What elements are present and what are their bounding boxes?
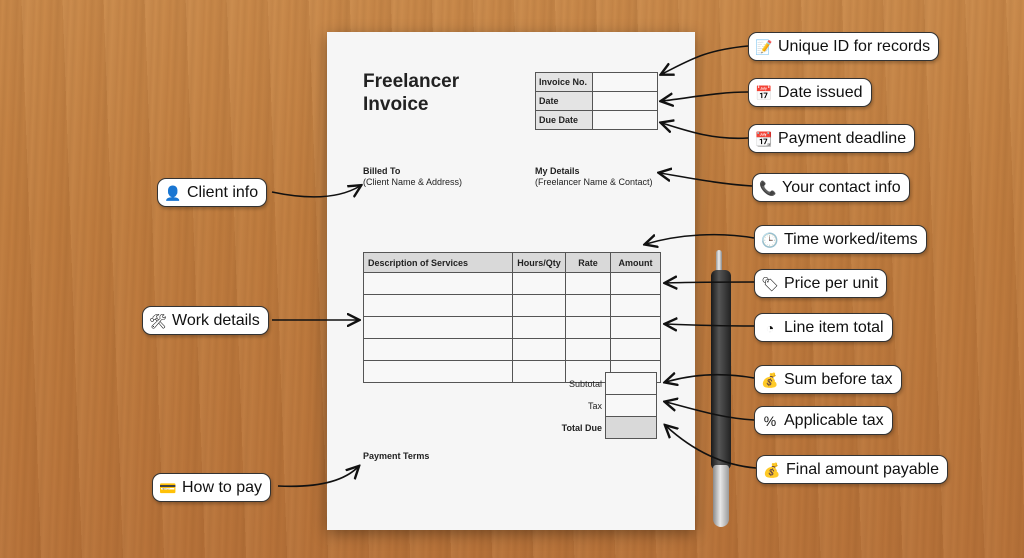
callout-applicable-tax: % Applicable tax — [754, 406, 893, 435]
table-cell[interactable] — [512, 272, 566, 295]
arrow-payment-deadline — [662, 123, 749, 140]
col-description: Description of Services — [363, 252, 513, 273]
billed-to-sub: (Client Name & Address) — [363, 177, 463, 187]
callout-time-worked: 🕒 Time worked/items — [754, 225, 927, 254]
services-table: Description of Services Hours/Qty Rate A… — [363, 252, 661, 383]
services-header-row: Description of Services Hours/Qty Rate A… — [363, 252, 661, 273]
billed-to-section: Billed To (Client Name & Address) — [363, 166, 462, 188]
callout-unique-id: 📝 Unique ID for records — [748, 32, 940, 61]
total-due-row: Total Due — [559, 416, 657, 439]
total-due-field[interactable] — [605, 416, 657, 439]
callout-text: How to pay — [182, 479, 263, 496]
table-row — [363, 316, 661, 339]
table-row — [363, 338, 661, 361]
callout-date-issued: 📅 Date issued — [748, 78, 872, 107]
pen-body — [711, 270, 731, 470]
callout-text: Your contact info — [782, 179, 901, 196]
money-bag-icon: 💰 — [763, 461, 781, 478]
date-field[interactable] — [592, 91, 658, 111]
calendar-clock-icon: 📆 — [755, 130, 773, 147]
meta-label: Due Date — [535, 110, 593, 130]
tools-icon: 🛠 — [149, 312, 167, 329]
callout-text: Time worked/items — [784, 231, 918, 248]
callout-price-per-unit: 🏷 Price per unit — [754, 269, 888, 298]
callout-line-item-total: ◔ Line item total — [754, 313, 893, 342]
callout-text: Sum before tax — [784, 371, 893, 388]
arrow-line-item-total — [666, 324, 755, 326]
due-date-field[interactable] — [592, 110, 658, 130]
callout-text: Price per unit — [784, 275, 879, 292]
col-hours-qty: Hours/Qty — [512, 252, 566, 273]
my-details-section: My Details (Freelancer Name & Contact) — [535, 166, 653, 188]
col-rate: Rate — [565, 252, 611, 273]
price-tag-icon: 🏷 — [761, 275, 779, 292]
arrow-applicable-tax — [666, 402, 755, 421]
table-cell[interactable] — [610, 316, 661, 339]
callout-text: Date issued — [778, 84, 863, 101]
callout-text: Unique ID for records — [778, 38, 931, 55]
col-amount: Amount — [610, 252, 661, 273]
invoice-paper: Freelancer Invoice Invoice No. Date Due … — [327, 32, 695, 530]
callout-text: Line item total — [784, 319, 884, 336]
calendar-icon: 📅 — [755, 84, 773, 101]
callout-text: Client info — [187, 184, 259, 201]
table-cell[interactable] — [363, 316, 513, 339]
table-cell[interactable] — [512, 360, 566, 383]
arrow-time-worked — [646, 233, 755, 244]
totals-table: Subtotal Tax Total Due — [559, 372, 657, 439]
phone-icon: 📞 — [759, 179, 777, 196]
table-cell[interactable] — [363, 338, 513, 361]
table-cell[interactable] — [565, 338, 611, 361]
arrow-contact-info — [660, 173, 753, 187]
my-details-sub: (Freelancer Name & Contact) — [535, 177, 653, 187]
pen-tip — [713, 465, 729, 527]
callout-contact-info: 📞 Your contact info — [752, 173, 910, 202]
my-details-heading: My Details — [535, 166, 580, 176]
invoice-title: Freelancer Invoice — [363, 71, 460, 115]
billed-to-heading: Billed To — [363, 166, 401, 176]
arrow-how-to-pay — [277, 467, 358, 488]
callout-client-info: 👤 Client info — [157, 178, 268, 207]
clock-icon: 🕒 — [761, 231, 779, 248]
callout-text: Final amount payable — [786, 461, 939, 478]
table-cell[interactable] — [363, 360, 513, 383]
total-due-label: Total Due — [561, 422, 602, 433]
meta-row-due-date: Due Date — [535, 110, 658, 130]
callout-work-details: 🛠 Work details — [142, 306, 269, 335]
invoice-meta-table: Invoice No. Date Due Date — [535, 72, 658, 130]
table-row — [363, 294, 661, 317]
callout-text: Work details — [172, 312, 260, 329]
tax-label: Tax — [587, 400, 602, 411]
callout-text: Applicable tax — [784, 412, 884, 429]
arrow-client-info — [271, 186, 360, 197]
arrow-date-issued — [662, 91, 749, 101]
callout-final-amount: 💰 Final amount payable — [756, 455, 948, 484]
callout-sum-before-tax: 💰 Sum before tax — [754, 365, 902, 394]
person-icon: 👤 — [164, 184, 182, 201]
table-cell[interactable] — [363, 272, 513, 295]
callout-text: Payment deadline — [778, 130, 907, 147]
money-bag-icon: 💰 — [761, 371, 779, 388]
arrow-unique-id — [662, 45, 749, 74]
credit-card-icon: 💳 — [159, 479, 177, 496]
table-row — [363, 272, 661, 295]
subtotal-label: Subtotal — [568, 378, 602, 389]
callout-how-to-pay: 💳 How to pay — [152, 473, 272, 502]
percent-icon: % — [763, 412, 777, 429]
document-pencil-icon: 📝 — [755, 38, 773, 55]
meta-row-date: Date — [535, 91, 658, 111]
arrow-sum-before-tax — [666, 375, 755, 382]
pie-chart-icon: ◔ — [765, 319, 775, 336]
arrow-price-per-unit — [666, 282, 755, 283]
callout-payment-deadline: 📆 Payment deadline — [748, 124, 916, 153]
table-cell[interactable] — [512, 294, 566, 317]
arrow-final-amount — [666, 426, 757, 469]
table-cell[interactable] — [363, 294, 513, 317]
payment-terms-heading: Payment Terms — [363, 451, 430, 461]
table-cell[interactable] — [565, 360, 611, 383]
